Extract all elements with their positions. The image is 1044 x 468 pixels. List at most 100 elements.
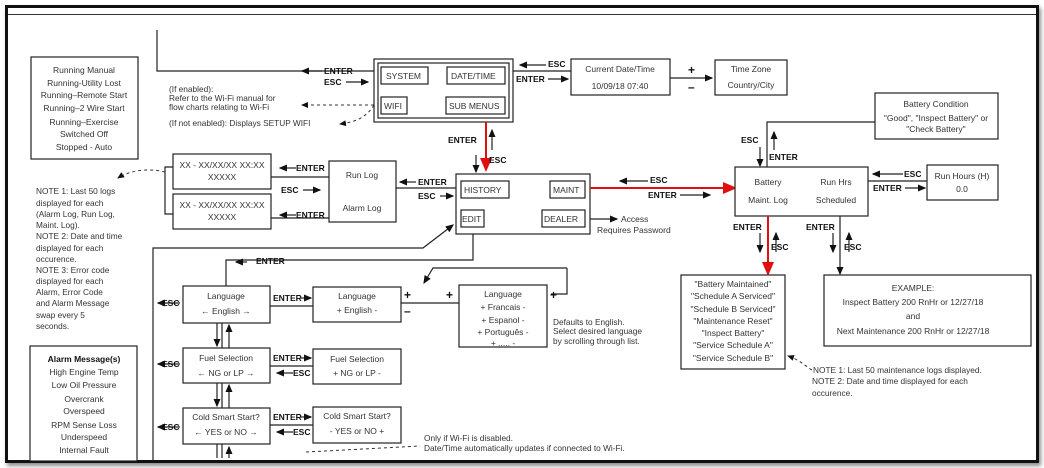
enter-label: ENTER [273, 353, 302, 363]
battery-label[interactable]: Battery [755, 177, 783, 187]
alarm-message-box: Alarm Message(s) High Engine Temp Low Oi… [29, 345, 138, 462]
wifi-dashed-arrow [339, 104, 375, 127]
fuel-edit-title: Fuel Selection [330, 354, 384, 364]
datetime-value: 10/09/18 07:40 [592, 81, 649, 91]
left-note-line: swap every 5 [36, 310, 85, 320]
enter-label: ENTER [733, 222, 762, 232]
alarm-item: Overspeed [63, 406, 105, 416]
left-note-line: seconds. [36, 321, 69, 331]
esc-label: ESC [489, 155, 506, 165]
main-menu: SYSTEM DATE/TIME WIFI SUB MENUS [373, 58, 514, 123]
edit-button[interactable] [460, 209, 485, 228]
wifi-button[interactable] [380, 96, 408, 115]
language-box[interactable]: Language ← English → [182, 285, 271, 324]
right-note-line: NOTE 1: Last 50 maintenance logs display… [813, 365, 982, 375]
language-option: + ..... - [491, 338, 515, 348]
frame-rule [8, 14, 1036, 17]
left-note-line: (Alarm Log, Run Log, [36, 209, 115, 219]
wifi-not-enabled: (If not enabled): Displays SETUP WIFI [169, 118, 310, 128]
wifi-footer-line: Only if Wi-Fi is disabled. [424, 433, 513, 443]
esc-label: ESC [904, 169, 921, 179]
maint-log-list: "Battery Maintained" "Schedule A Service… [680, 274, 786, 370]
system-button[interactable] [380, 66, 429, 85]
alarm-title: Alarm Message(s) [48, 354, 121, 364]
language-list-title: Language [484, 289, 522, 299]
plus-label: + [446, 288, 453, 302]
example-title: EXAMPLE: [892, 283, 935, 293]
maint-log-item: "Service Schedule A" [693, 340, 773, 350]
link-line [766, 121, 875, 168]
cold-smart-start-box[interactable]: Cold Smart Start? ← YES or NO → [182, 407, 271, 445]
example-line: Next Maintenance 200 RnHr or 12/27/18 [837, 326, 990, 336]
scheduled-label[interactable]: Scheduled [816, 195, 856, 205]
language-note: by scrolling through list. [553, 336, 640, 346]
language-list-box[interactable]: Language + Francais - + Espanol - + Port… [458, 284, 548, 348]
enter-label: ENTER [324, 66, 353, 76]
dealer-button[interactable] [541, 209, 586, 228]
example-line: Inspect Battery 200 RnHr or 12/27/18 [843, 297, 984, 307]
submenus-label: SUB MENUS [449, 101, 500, 111]
cold-edit-box[interactable]: Cold Smart Start? - YES or NO + [312, 406, 402, 444]
status-line: Stopped - Auto [56, 142, 113, 152]
cold-edit-title: Cold Smart Start? [323, 411, 391, 421]
run-hrs-label[interactable]: Run Hrs [820, 177, 851, 187]
esc-label: ESC [293, 368, 310, 378]
cold-edit-value: - YES or NO + [330, 426, 384, 436]
run-hours-title: Run Hours (H) [935, 171, 990, 181]
alarm-item: RPM Sense Loss [51, 420, 117, 430]
left-note-line: NOTE 3: Error code [36, 265, 110, 275]
status-line: Switched Off [60, 129, 109, 139]
language-note: Select desired language [553, 326, 642, 336]
edit-label: EDIT [462, 214, 481, 224]
fuel-edit-box[interactable]: Fuel Selection + NG or LP - [312, 348, 402, 385]
run-log-label[interactable]: Run Log [346, 170, 378, 180]
history-button[interactable] [460, 180, 510, 199]
cold-title: Cold Smart Start? [192, 412, 260, 422]
right-note-line: NOTE 2: Date and time displayed for each [812, 376, 968, 386]
enter-label: ENTER [296, 163, 325, 173]
fuel-edit-value: + NG or LP - [333, 368, 381, 378]
wifi-footer-line: Date/Time automatically updates if conne… [424, 443, 625, 453]
left-note-line: displayed for each [36, 198, 104, 208]
submenus-button[interactable] [445, 96, 506, 115]
alarm-log-label[interactable]: Alarm Log [343, 203, 382, 213]
esc-label: ESC [293, 427, 310, 437]
datetime-button[interactable] [446, 66, 506, 85]
alarm-item: Underspeed [61, 432, 108, 442]
left-note-line: NOTE 2: Date and time [36, 231, 123, 241]
left-note-line: displayed for each [36, 243, 104, 253]
language-edit-box[interactable]: Language + English - [312, 286, 402, 323]
enter-label: ENTER [256, 256, 285, 266]
dealer-label: DEALER [544, 214, 578, 224]
enter-label: ENTER [873, 183, 902, 193]
log-bracket [164, 166, 173, 215]
run-hours-box: Run Hours (H) 0.0 [926, 164, 999, 201]
battery-condition-title: Battery Condition [903, 99, 968, 109]
status-line: Running Manual [53, 65, 115, 75]
language-option: + Francais - [480, 302, 525, 312]
fuel-value: ← NG or LP → [198, 368, 255, 378]
system-label: SYSTEM [386, 71, 421, 81]
esc-label: ESC [844, 242, 861, 252]
maint-log-label[interactable]: Maint. Log [748, 195, 788, 205]
maint-log-item: "Schedule B Serviced" [691, 304, 776, 314]
alarm-item: Low Oil Pressure [52, 380, 117, 390]
maint-button[interactable] [549, 180, 586, 199]
language-edit-title: Language [338, 291, 376, 301]
lang-list-loop [551, 268, 568, 295]
wifi-enabled-title: (If enabled): [169, 84, 213, 94]
language-option: + Espanol - [481, 315, 524, 325]
enter-label: ENTER [273, 293, 302, 303]
enter-label: ENTER [296, 210, 325, 220]
language-note: Defaults to English. [553, 317, 624, 327]
runlog-alarmlog-box: Run Log Alarm Log [328, 160, 397, 223]
fuel-selection-box[interactable]: Fuel Selection ← NG or LP → [182, 347, 271, 384]
language-title: Language [207, 291, 245, 301]
plus-label: + [550, 288, 557, 302]
esc-label: ESC [548, 59, 565, 69]
left-note-line: and Alarm Message [36, 298, 110, 308]
esc-label: ESC [162, 298, 179, 308]
plus-label: + [404, 288, 411, 302]
maint-label: MAINT [553, 185, 579, 195]
